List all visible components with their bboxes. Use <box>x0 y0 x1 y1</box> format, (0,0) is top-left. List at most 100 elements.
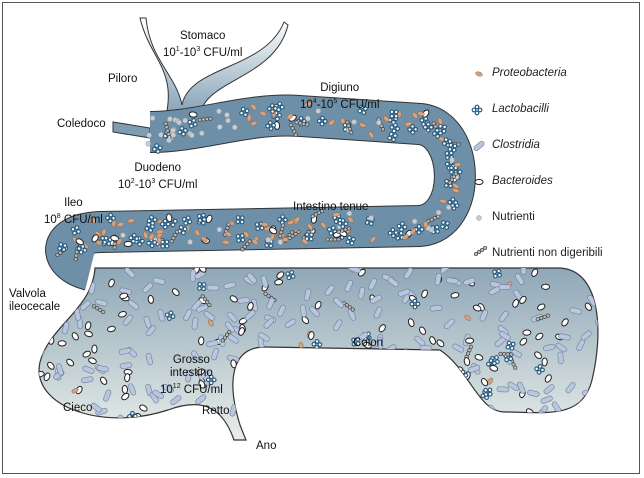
clostridia-particle <box>463 389 476 397</box>
clostridia-particle <box>414 335 426 346</box>
conc-base: 10 <box>163 46 176 59</box>
clostridia-particle <box>143 316 152 329</box>
clostridia-particle <box>568 414 580 425</box>
clostridia-particle <box>152 277 166 285</box>
nutrienti-non-digeribili-particle <box>490 423 503 436</box>
bacteroides-particle <box>489 364 499 372</box>
bacteroides-particle <box>581 436 590 440</box>
lactobacilli-particle <box>265 120 277 132</box>
label-duodeno-concentration: 102-103 CFU/ml <box>118 175 197 192</box>
clostridia-particle <box>421 350 431 362</box>
clostridia-particle <box>507 381 520 391</box>
bacteroides-particle <box>121 384 129 394</box>
bacteroides-particle <box>269 227 278 235</box>
proteobacteria-particle <box>250 121 258 127</box>
clostridia-particle <box>108 431 115 440</box>
label-grosso-line2: intestino <box>169 367 213 379</box>
clostridia-icon <box>473 140 485 152</box>
nutrienti-non-digeribili-particle <box>447 171 458 185</box>
lactobacilli-particle <box>254 221 265 232</box>
bacteroides-particle <box>355 358 365 366</box>
bacteroides-particle <box>66 358 75 367</box>
conc-base: -10 <box>179 46 197 59</box>
bacteroides-particle <box>480 377 489 387</box>
bacteroides-particle <box>294 422 303 431</box>
proteobacteria-particle <box>207 319 214 327</box>
label-grosso-concentration: 1012 CFU/ml <box>160 380 223 397</box>
clostridia-particle <box>196 304 209 313</box>
bacteroides-particle <box>75 238 84 246</box>
bacteroides-particle <box>188 111 198 118</box>
bacteroides-particle <box>314 300 322 310</box>
clostridia-particle <box>47 415 60 422</box>
lactobacilli-particle <box>187 118 198 129</box>
clostridia-particle <box>569 307 582 315</box>
proteobacteria-particle <box>304 101 312 107</box>
bacteroides-particle <box>134 433 144 440</box>
nutrienti-non-digeribili-particle <box>169 229 180 244</box>
nutrienti-particle <box>411 218 418 225</box>
bacteroides-particle <box>230 359 237 369</box>
nutrienti-non-digeribili-particle <box>345 120 354 135</box>
proteobacteria-particle <box>366 413 374 419</box>
lactobacilli-particle <box>164 310 176 321</box>
bacteroides-particle <box>88 357 97 365</box>
proteobacteria-particle <box>90 216 96 224</box>
clostridia-particle <box>486 420 497 432</box>
label-valvola-line1: Valvola <box>9 288 46 300</box>
clostridia-particle <box>183 435 196 440</box>
nutrienti-particle <box>231 124 238 131</box>
nutrienti-non-digeribili-particle <box>498 351 514 357</box>
clostridia-particle <box>303 414 315 424</box>
lactobacilli-particle <box>483 387 493 397</box>
clostridia-particle <box>403 406 413 419</box>
bacteroides-particle <box>472 304 482 312</box>
proteobacteria-particle <box>301 238 309 245</box>
lactobacilli-particle <box>351 337 361 347</box>
lactobacilli-particle <box>128 232 140 244</box>
bile-duct <box>112 121 151 139</box>
clostridia-particle <box>246 422 258 433</box>
bacteroides-particle <box>48 335 55 345</box>
clostridia-particle <box>157 309 166 322</box>
clostridia-particle <box>543 384 555 395</box>
label-cieco: Cieco <box>63 402 93 414</box>
clostridia-particle <box>594 319 598 331</box>
bacteroides-particle <box>311 407 321 414</box>
bacteroides-particle <box>198 268 207 273</box>
bacteroides-particle <box>147 294 154 304</box>
bacteroides-particle <box>166 213 173 223</box>
bacteroides-particle <box>247 302 254 311</box>
clostridia-particle <box>246 272 257 284</box>
nutrienti-non-digeribili-particle <box>341 301 355 312</box>
bacteroides-particle <box>535 332 544 341</box>
lactobacilli-particle <box>505 340 516 351</box>
proteobacteria-particle <box>572 421 578 429</box>
proteobacteria-particle <box>143 231 149 239</box>
label-coledoco: Coledoco <box>57 118 106 130</box>
proteobacteria-particle <box>307 223 313 231</box>
bacteroides-particle <box>249 402 259 409</box>
bacteroides-particle <box>99 376 108 385</box>
bacteroides-particle <box>47 361 55 370</box>
clostridia-particle <box>195 394 207 405</box>
bacteroides-particle <box>63 289 73 297</box>
bacteroides-particle <box>180 419 190 426</box>
bacteroides-particle <box>118 311 127 318</box>
lactobacilli-particle <box>197 281 207 292</box>
clostridia-particle <box>309 306 320 317</box>
nutrienti-non-digeribili-particle <box>92 304 106 315</box>
clostridia-particle <box>244 310 256 321</box>
clostridia-particle <box>452 343 465 353</box>
clostridia-particle <box>307 421 317 434</box>
legend-label: Proteobacteria <box>492 67 567 79</box>
conc-exponent: 8 <box>56 213 61 220</box>
clostridia-particle <box>44 396 53 409</box>
nutrienti-icon <box>476 215 482 221</box>
legend-label: Lactobacilli <box>492 103 549 115</box>
clostridia-particle <box>41 416 50 430</box>
clostridia-particle <box>429 305 443 312</box>
nutrienti-particle <box>216 226 223 233</box>
proteobacteria-particle <box>156 236 162 245</box>
proteobacteria-particle <box>347 216 354 223</box>
